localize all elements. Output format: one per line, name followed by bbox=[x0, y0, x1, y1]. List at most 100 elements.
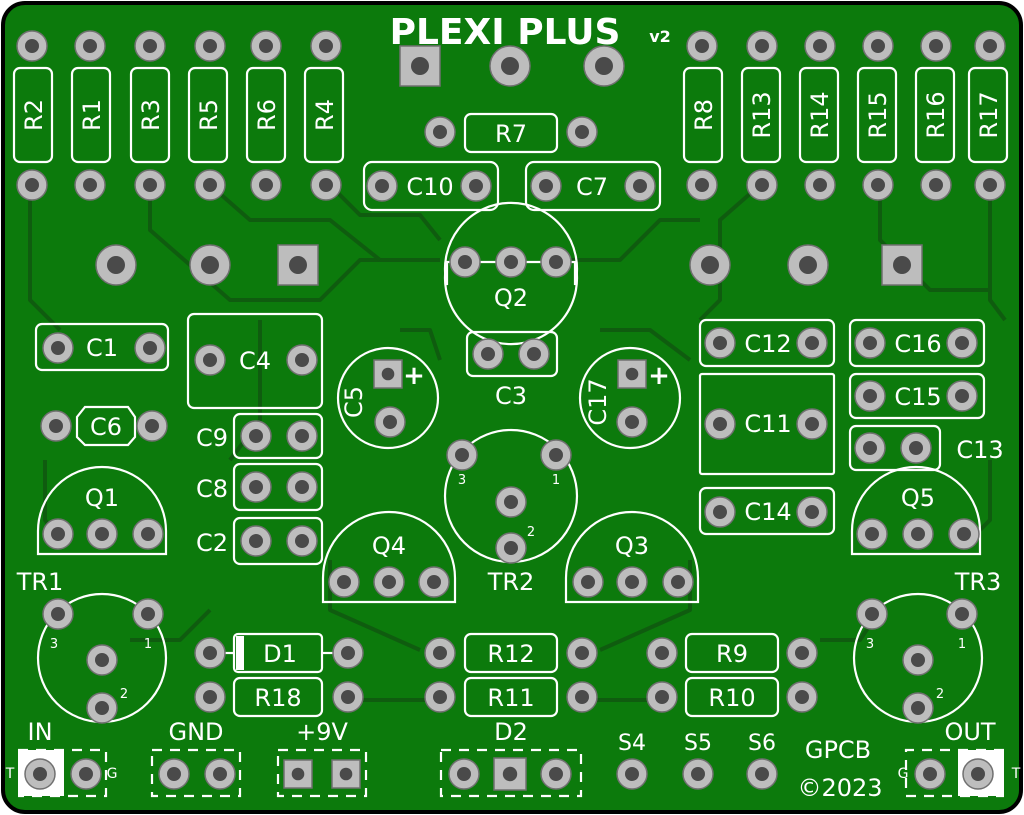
input-jack-outline bbox=[18, 748, 108, 798]
solder-pad-hole bbox=[249, 480, 263, 494]
resistor-r1-outline bbox=[70, 66, 112, 164]
capacitor-c3-outline bbox=[465, 330, 559, 378]
solder-pad-hole bbox=[143, 341, 157, 355]
capacitor-c3-label: C3 bbox=[495, 382, 527, 410]
resistor-r13-label: R13 bbox=[748, 91, 776, 138]
solder-pad-hole bbox=[549, 767, 563, 781]
resistor-r14-label: R14 bbox=[806, 91, 834, 138]
solder-pad-hole bbox=[259, 178, 273, 192]
capacitor-c16-label: C16 bbox=[894, 330, 941, 358]
resistor-r4-outline bbox=[303, 66, 345, 164]
solder-pad-hole bbox=[341, 646, 355, 660]
trimmer-tr3-pin2: 2 bbox=[936, 687, 944, 702]
transistor-q3-label: Q3 bbox=[615, 532, 649, 560]
ground-pads-outline bbox=[150, 748, 242, 798]
pot-pad-hole bbox=[701, 256, 719, 274]
solder-pad-hole bbox=[755, 39, 769, 53]
solder-pad-hole bbox=[805, 505, 819, 519]
solder-pad-hole bbox=[581, 575, 595, 589]
trimmer-tr2-pin3: 3 bbox=[458, 473, 466, 488]
solder-pad-hole bbox=[319, 178, 333, 192]
capacitor-c10-label: C10 bbox=[406, 173, 453, 201]
square-pad-hole bbox=[411, 57, 429, 75]
square-pad-hole bbox=[893, 256, 911, 274]
capacitor-c11-outline bbox=[698, 372, 836, 476]
transistor-q1-outline bbox=[36, 465, 168, 556]
transistor-q2-label: Q2 bbox=[494, 284, 528, 312]
square-pad-hole bbox=[381, 367, 395, 381]
resistor-r15-outline bbox=[856, 66, 898, 164]
solder-pad-hole bbox=[383, 415, 397, 429]
trimmer-tr1-pin2: 2 bbox=[120, 687, 128, 702]
transistor-q5-outline bbox=[850, 465, 982, 556]
solder-pad-hole bbox=[805, 417, 819, 431]
solder-pad-hole bbox=[167, 767, 181, 781]
solder-pad-hole bbox=[457, 767, 471, 781]
solder-pad-hole bbox=[504, 541, 518, 555]
resistor-r16-outline bbox=[914, 66, 956, 164]
power-pads-label: +9V bbox=[296, 718, 348, 746]
resistor-group-right: R8 R13 R14 R15 R16 R17 bbox=[682, 66, 1009, 164]
pot-pad-hole bbox=[595, 57, 613, 75]
solder-pad-hole bbox=[51, 607, 65, 621]
solder-pad-hole bbox=[983, 178, 997, 192]
capacitor-c14-outline bbox=[698, 486, 836, 536]
solder-pad-hole bbox=[427, 575, 441, 589]
pot-pad-hole bbox=[501, 57, 519, 75]
output-jack-label: OUT bbox=[944, 718, 995, 746]
transistor-q4-outline bbox=[321, 510, 457, 604]
solder-pad-hole bbox=[203, 646, 217, 660]
solder-pad-hole bbox=[433, 125, 447, 139]
trimmer-tr3-pin3: 3 bbox=[866, 637, 874, 652]
resistor-r1-label: R1 bbox=[78, 99, 106, 131]
solder-pad-hole bbox=[481, 347, 495, 361]
switch-s4-label: S4 bbox=[618, 731, 646, 756]
capacitor-c6-label: C6 bbox=[90, 413, 122, 441]
solder-pad-hole bbox=[957, 527, 971, 541]
solder-pad-hole bbox=[51, 341, 65, 355]
capacitor-c7-outline bbox=[524, 160, 662, 212]
solder-pad-hole bbox=[433, 646, 447, 660]
solder-pad-hole bbox=[143, 39, 157, 53]
solder-pad-hole bbox=[655, 690, 669, 704]
solder-pad-hole bbox=[971, 767, 985, 781]
solder-pad-hole bbox=[713, 417, 727, 431]
output-ground-label: G bbox=[898, 766, 909, 782]
solder-pad-hole bbox=[863, 389, 877, 403]
solder-pad-hole bbox=[955, 607, 969, 621]
transistor-q4-label: Q4 bbox=[372, 532, 406, 560]
capacitor-c2-outline bbox=[232, 516, 324, 566]
solder-pad-hole bbox=[458, 255, 472, 269]
resistor-r10-label: R10 bbox=[708, 684, 755, 712]
resistor-r8-outline bbox=[682, 66, 724, 164]
solder-pad-hole bbox=[625, 575, 639, 589]
output-tip-label: T bbox=[1011, 766, 1021, 782]
solder-pad-hole bbox=[382, 575, 396, 589]
resistor-r8-label: R8 bbox=[690, 99, 718, 131]
solder-pad-hole bbox=[575, 690, 589, 704]
input-jack-label: IN bbox=[27, 718, 52, 746]
copper-traces bbox=[28, 183, 1007, 702]
solder-pad-hole bbox=[955, 336, 969, 350]
diode-d1-band bbox=[236, 636, 244, 670]
solder-pad-hole bbox=[539, 179, 553, 193]
maker-mark: GPCB bbox=[805, 736, 871, 764]
solder-pad-hole bbox=[504, 255, 518, 269]
capacitor-c12-outline bbox=[698, 318, 836, 368]
solder-pad-hole bbox=[909, 441, 923, 455]
transistor-q1-label: Q1 bbox=[85, 484, 119, 512]
capacitor-c2-label: C2 bbox=[196, 529, 228, 557]
capacitor-c12-label: C12 bbox=[744, 330, 791, 358]
trimmer-tr2-label: TR2 bbox=[487, 568, 535, 596]
capacitor-c4-outline bbox=[186, 312, 324, 410]
square-pad-hole bbox=[502, 766, 518, 782]
solder-pad-hole bbox=[527, 347, 541, 361]
resistor-r14-outline bbox=[798, 66, 840, 164]
switch-s6-label: S6 bbox=[748, 731, 776, 756]
solder-pad-hole bbox=[755, 178, 769, 192]
resistor-r3-outline bbox=[129, 66, 171, 164]
trimmer-tr3-pin1: 1 bbox=[958, 637, 966, 652]
solder-pad-hole bbox=[319, 39, 333, 53]
solder-pad-hole bbox=[203, 39, 217, 53]
